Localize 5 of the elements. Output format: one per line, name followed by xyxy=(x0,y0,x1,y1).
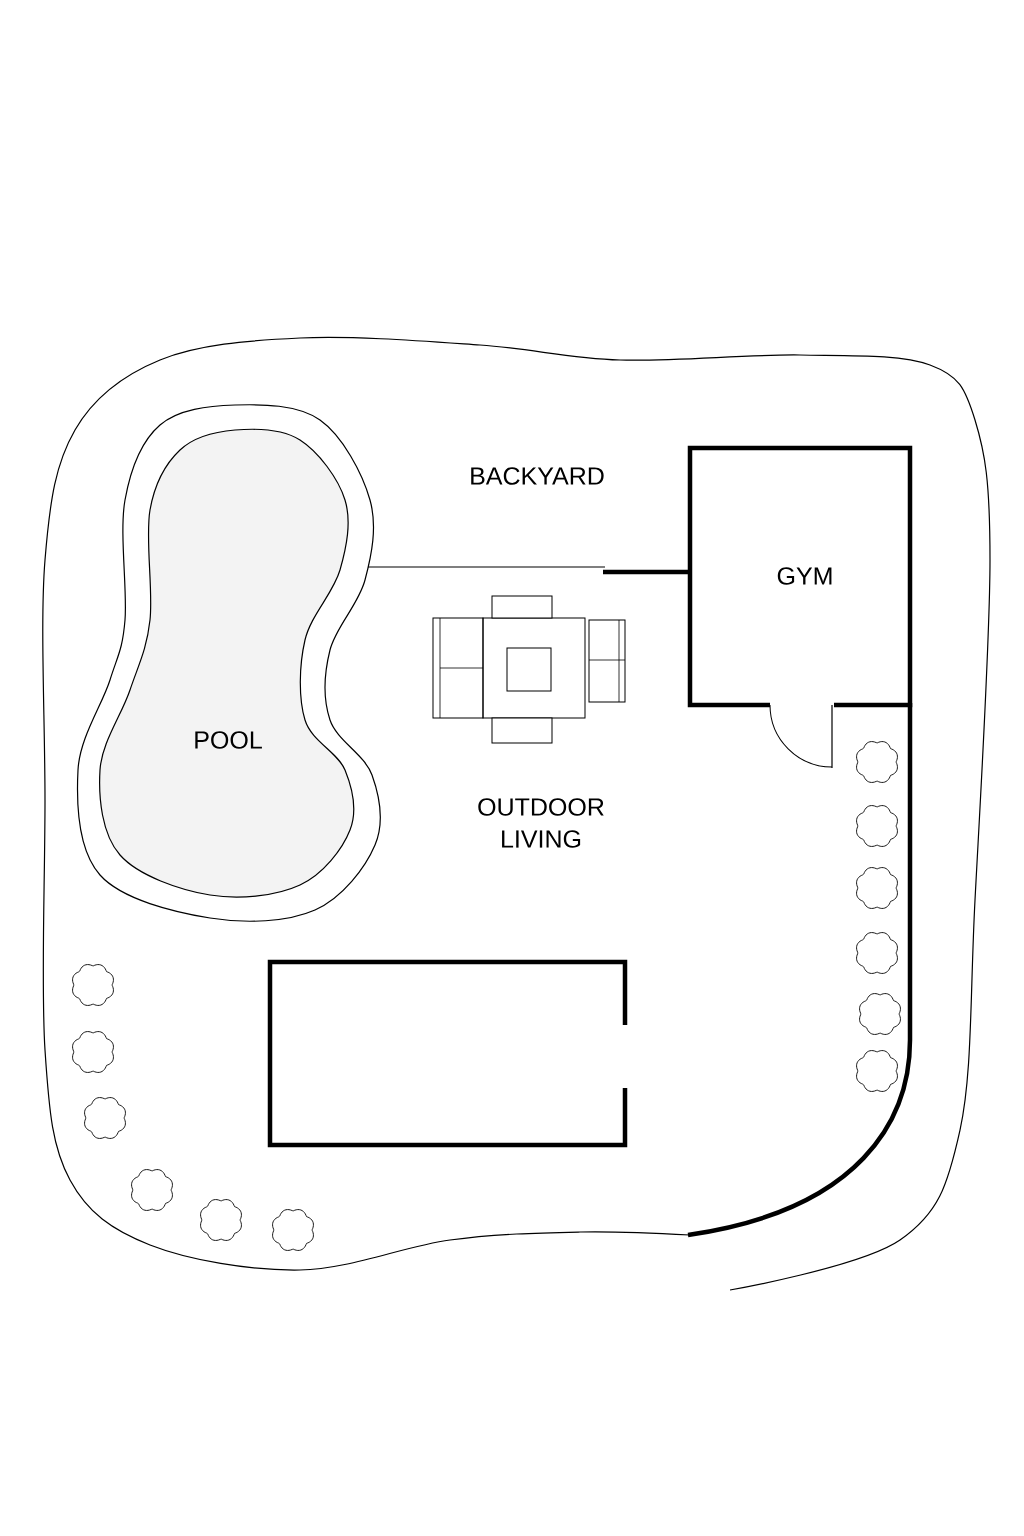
building-outline xyxy=(267,959,628,1148)
gym-room: GYM xyxy=(687,445,913,769)
area-label: BACKYARD xyxy=(471,467,604,485)
pool: POOL xyxy=(76,404,381,922)
area-label: OUTDOOR LIVING xyxy=(478,798,604,848)
